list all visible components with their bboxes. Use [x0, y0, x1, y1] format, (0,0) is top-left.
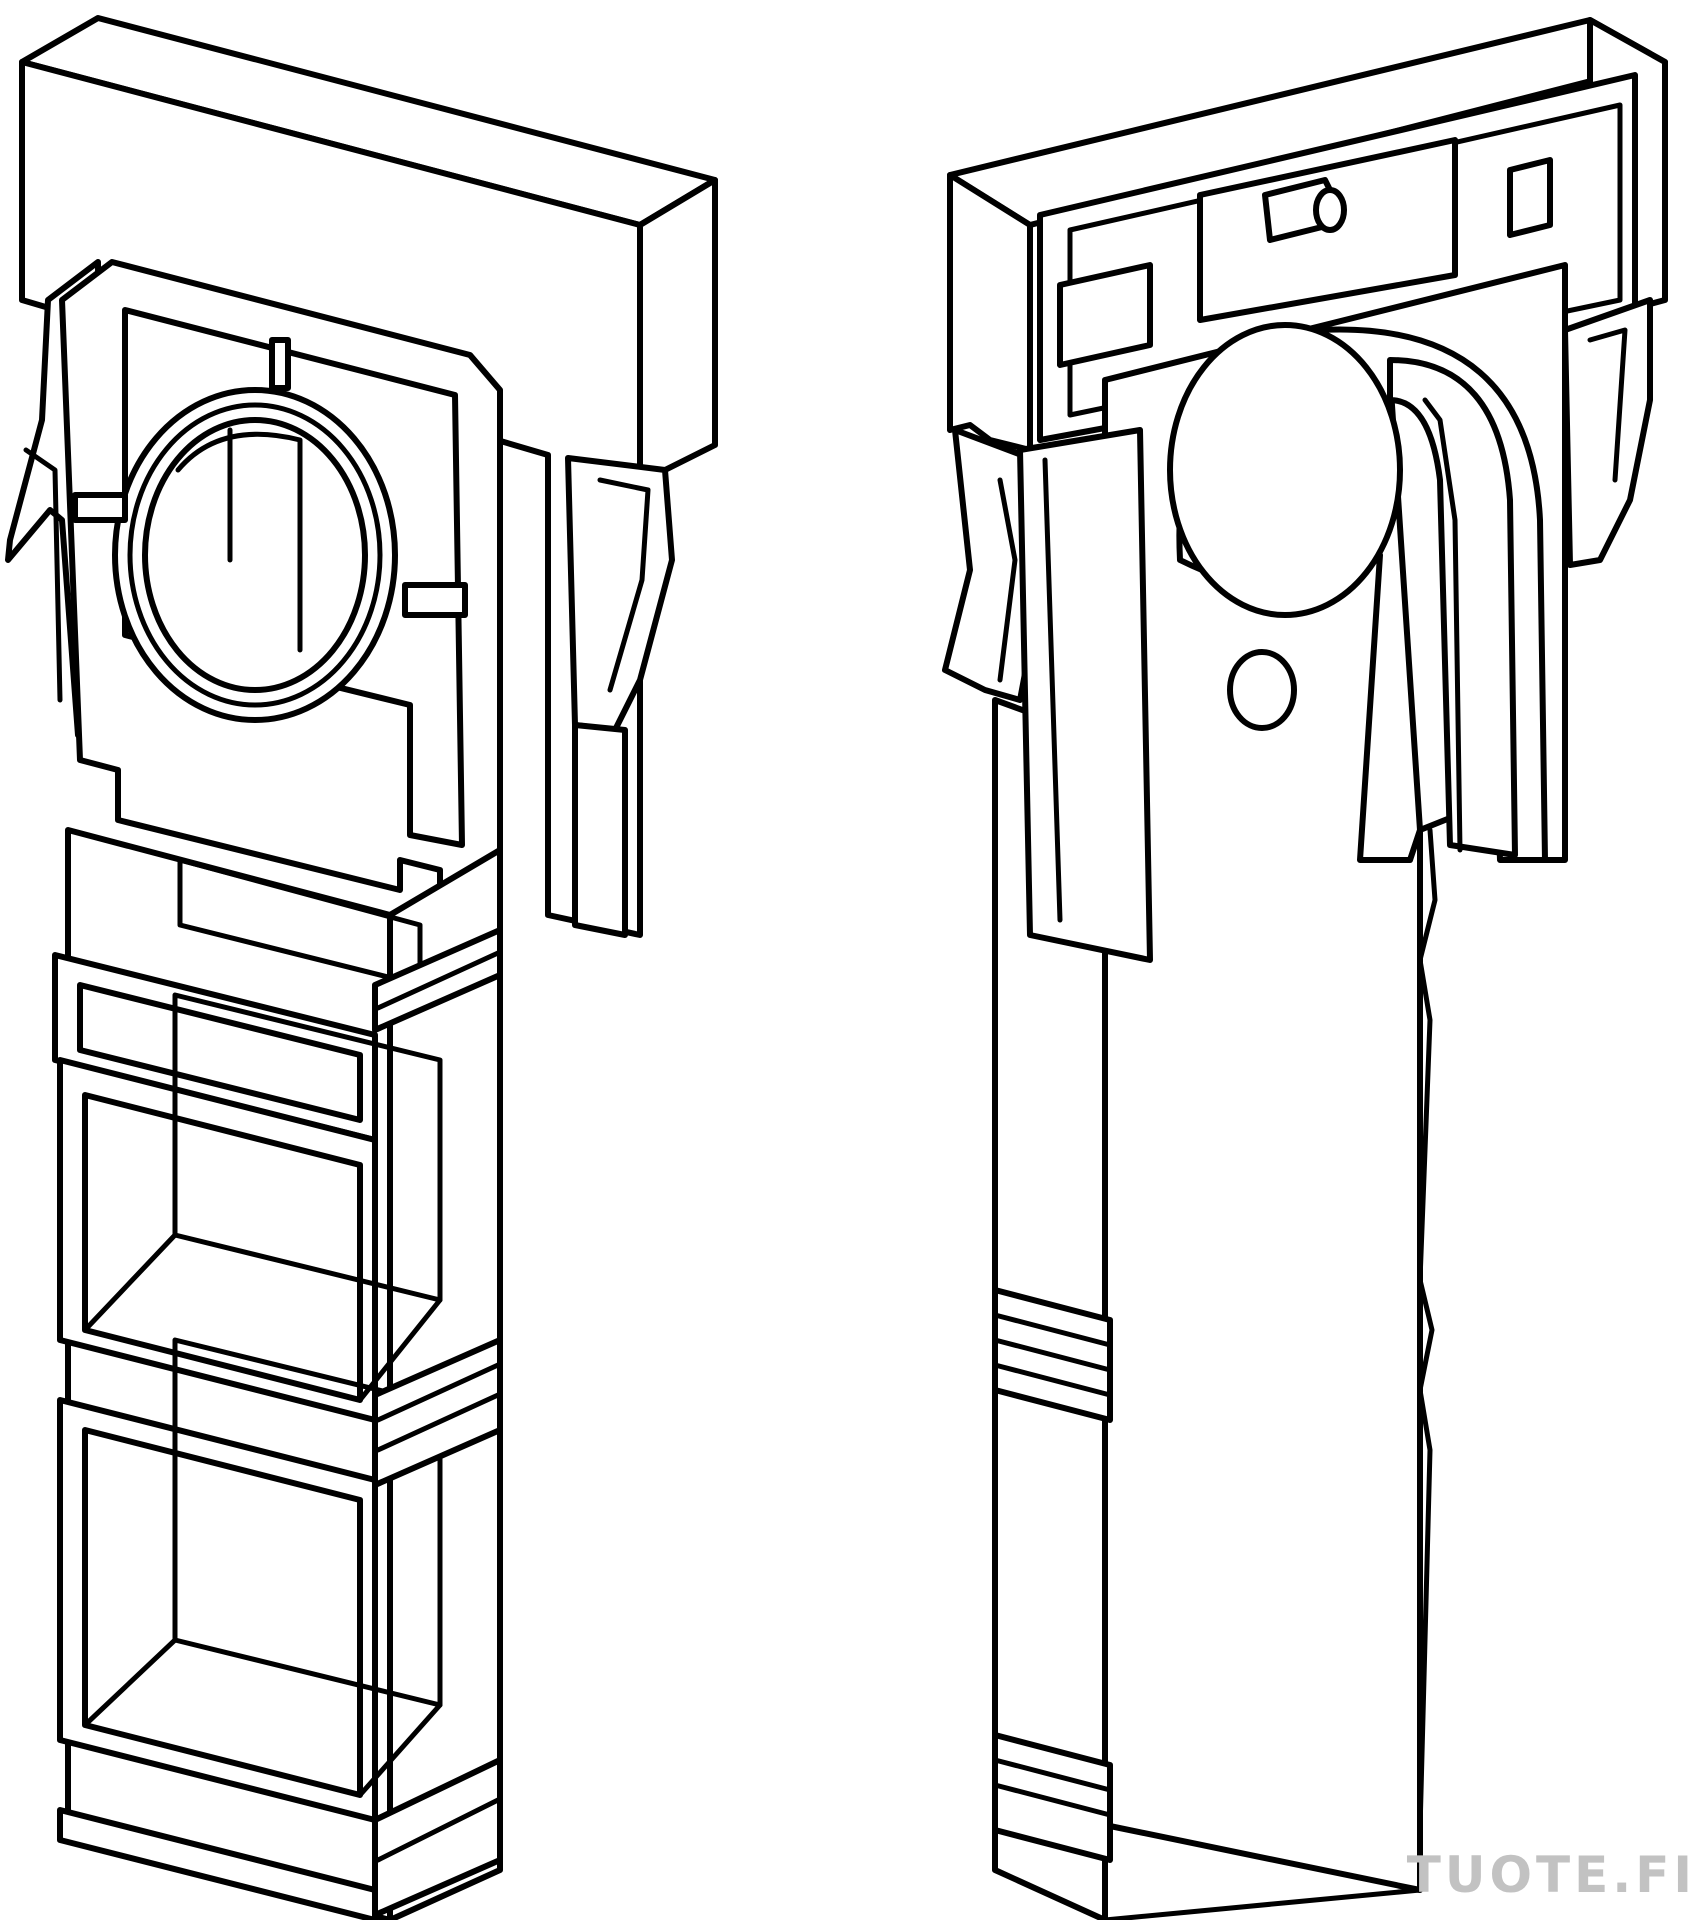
rear-right-edge: [1417, 827, 1438, 1833]
front-right-clip-detail: [597, 477, 651, 693]
front-segment-1-inner: [77, 982, 363, 1123]
front-rib-3: [372, 1757, 503, 1918]
rear-right-latch: [1562, 297, 1653, 568]
rear-rib-band-2-line-a: [992, 1757, 1113, 1793]
front-bottom-segment: [57, 1807, 378, 1920]
front-rib-3-line: [375, 1797, 501, 1863]
rear-left-column: [1017, 427, 1153, 963]
rear-housing-face: [947, 172, 1033, 453]
front-rib-2-line-b: [375, 1392, 501, 1453]
front-right-peg: [402, 582, 468, 618]
front-box-2-edge-b: [357, 1297, 443, 1403]
rear-view-part: [942, 17, 1668, 1920]
front-top-tab: [269, 337, 291, 391]
front-ring-inner: [142, 417, 368, 693]
front-box-3-edge-b: [357, 1702, 443, 1798]
rear-left-latch-detail: [997, 477, 1018, 683]
front-left-latch-detail: [23, 447, 63, 703]
rear-left-column-line: [1042, 457, 1063, 923]
front-view-part: [5, 15, 718, 1920]
rear-rib-band-2-line-b: [992, 1782, 1113, 1818]
front-box-3-edge-a: [82, 1637, 178, 1728]
rear-rib-band-1-line-a: [992, 1312, 1113, 1348]
front-housing-side: [637, 177, 718, 473]
rear-rib-band-1-line-c: [992, 1362, 1113, 1398]
rear-bottom-edge: [1102, 1887, 1423, 1920]
front-rib-2-line-a: [375, 1362, 501, 1423]
watermark-text: TUOTE.FI: [1406, 1846, 1696, 1904]
rear-rib-band-1-line-b: [992, 1337, 1113, 1373]
rear-ring-opening: [1167, 322, 1403, 618]
front-rib-1-line: [375, 950, 501, 1011]
front-ring-mid: [127, 402, 383, 708]
rear-slot-inner: [1387, 357, 1518, 858]
rear-round-hole: [1227, 649, 1297, 731]
rear-slot-channel: [1422, 397, 1463, 853]
rear-right-latch-detail: [1587, 327, 1628, 483]
rear-compartment-right: [1507, 157, 1553, 238]
front-ring-inner-shadow: [175, 431, 303, 653]
front-box-2-edge-a: [82, 1232, 178, 1333]
front-right-clip: [565, 455, 675, 733]
rear-compartment-left: [1057, 262, 1153, 368]
rear-top-peg-end: [1313, 187, 1347, 233]
front-left-peg: [72, 492, 128, 523]
front-right-post: [572, 722, 628, 938]
